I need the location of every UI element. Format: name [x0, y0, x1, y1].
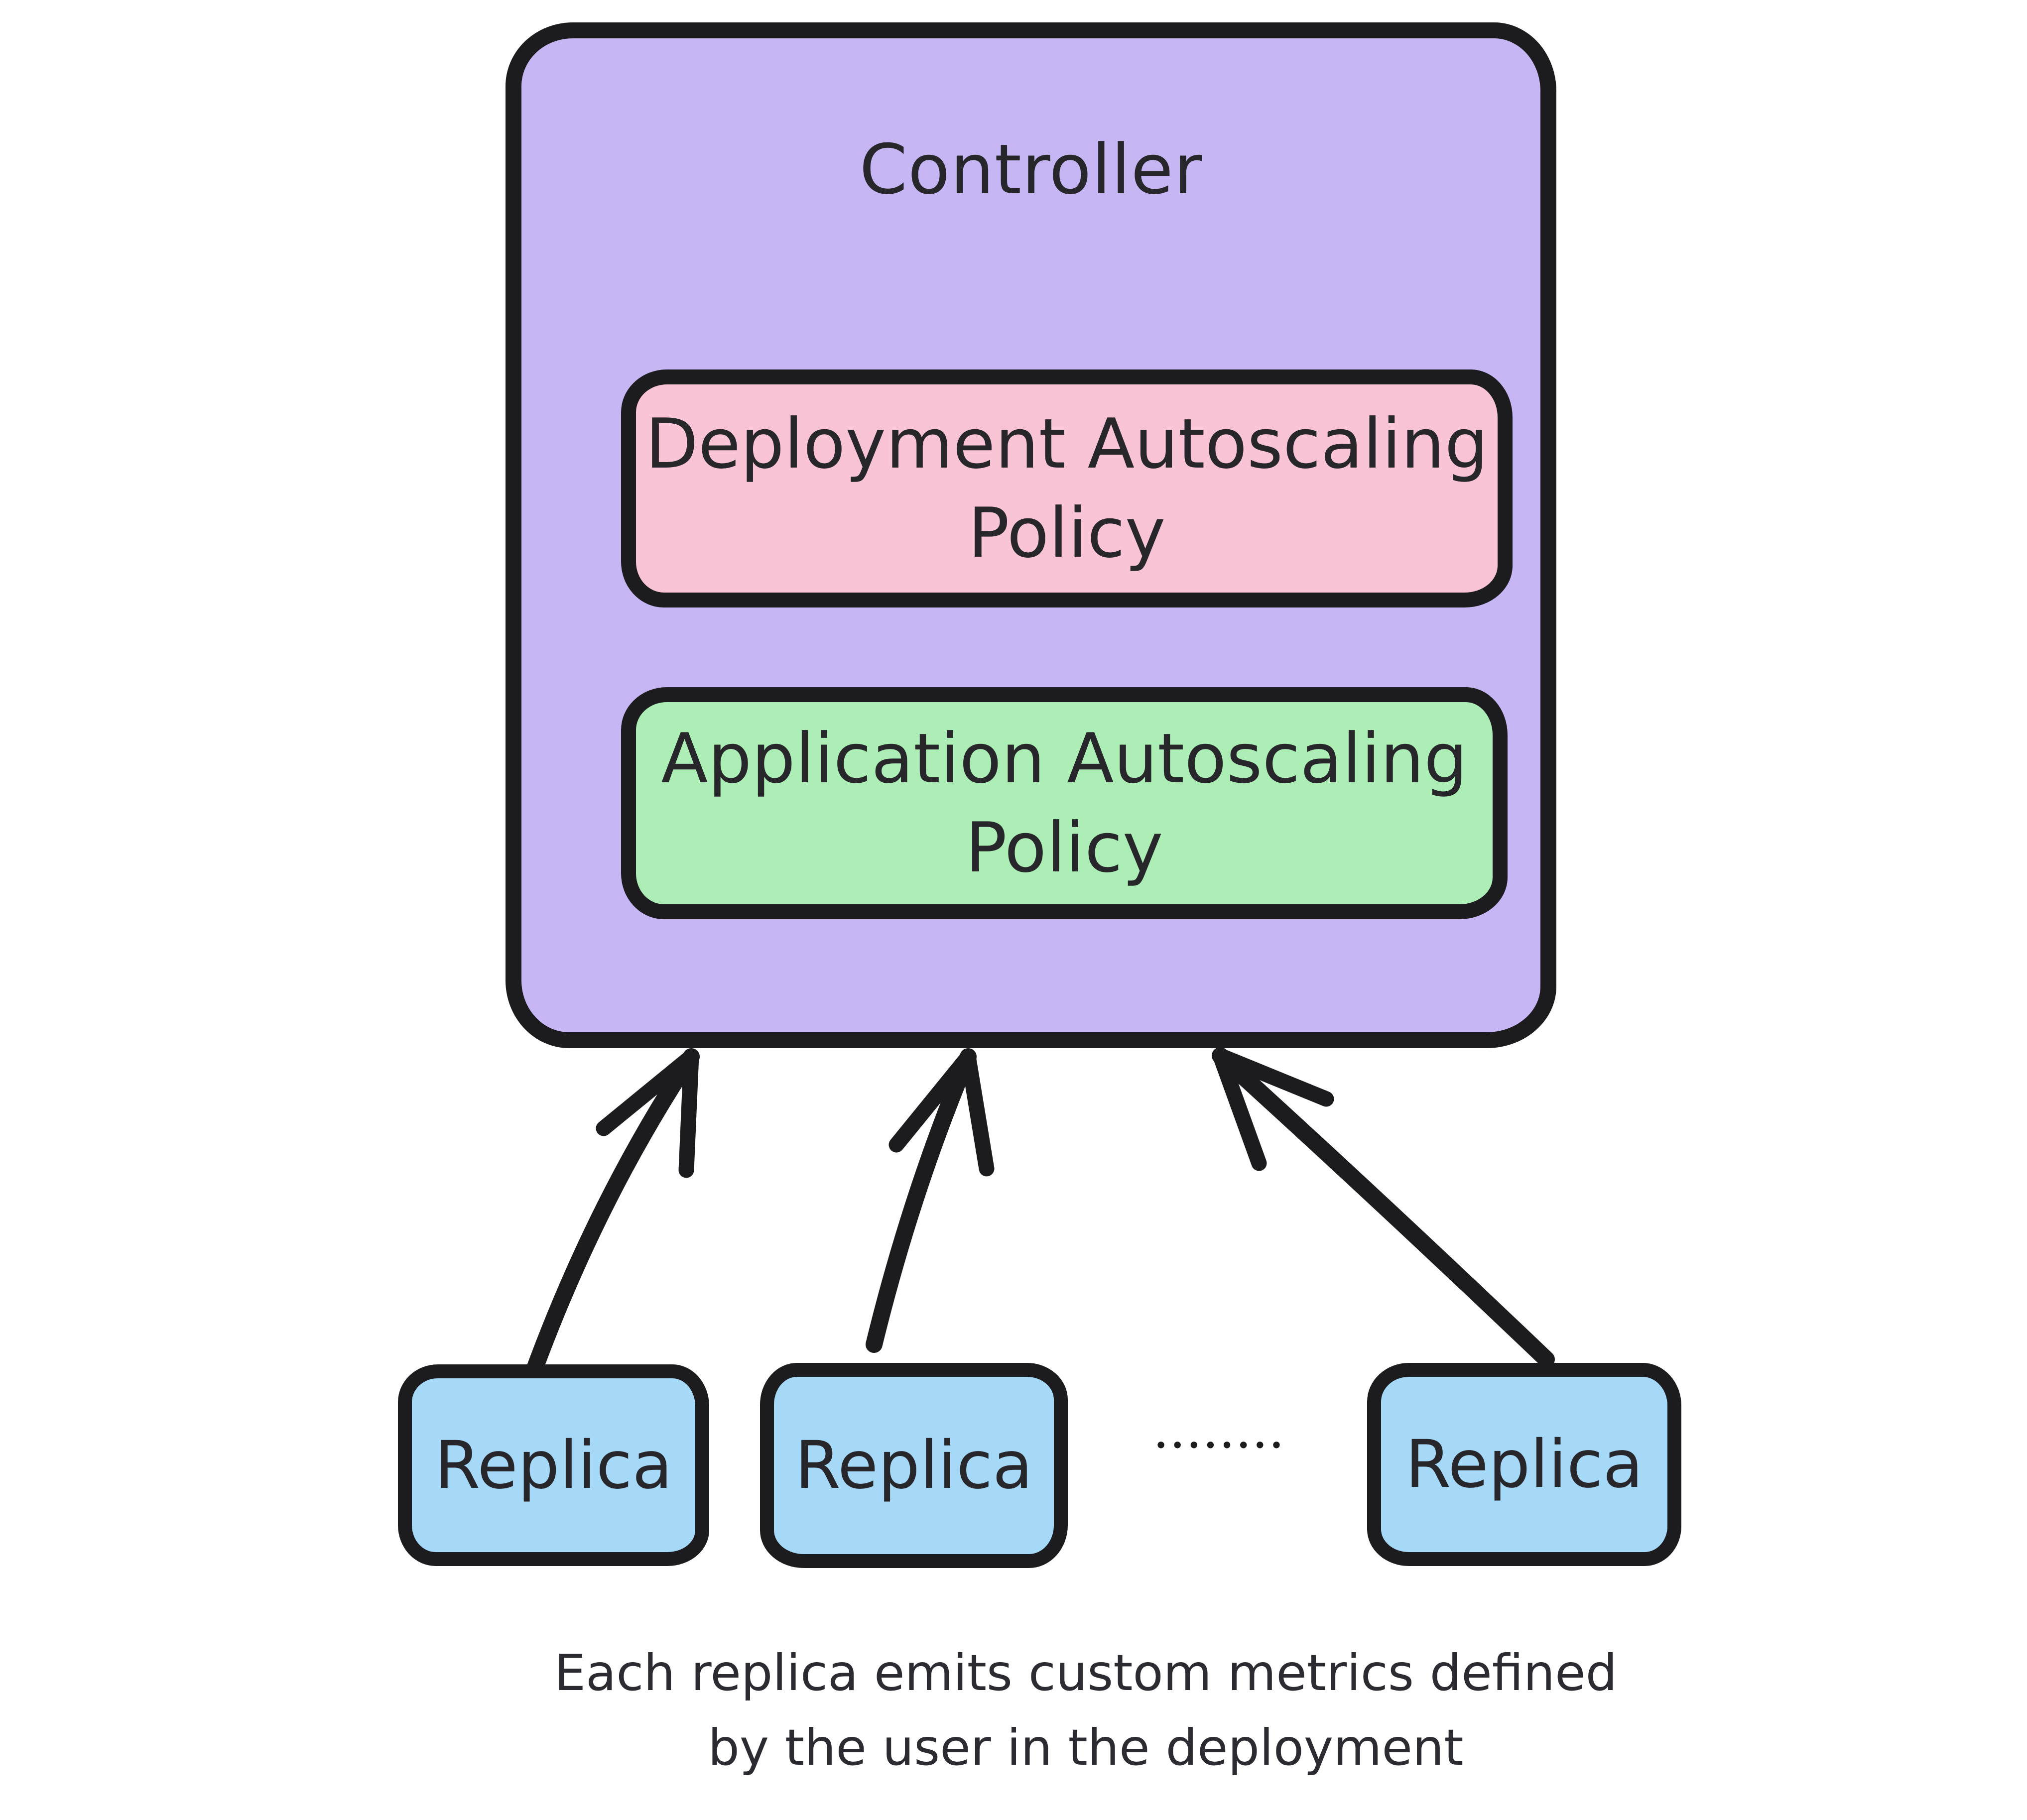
- deployment-policy-label-line2: Policy: [968, 493, 1166, 573]
- caption: Each replica emits custom metrics define…: [508, 1636, 1663, 1785]
- replica-ellipsis-dots: ••••••••: [1154, 1432, 1286, 1459]
- application-policy-label-line2: Policy: [965, 808, 1163, 888]
- replica-box-1: Replica: [398, 1364, 709, 1566]
- application-policy-label-line1: Application Autoscaling: [661, 718, 1468, 799]
- arrow-replica3-to-controller: [1212, 1047, 1555, 1368]
- replica-label-1: Replica: [434, 1427, 673, 1504]
- replica-label-3: Replica: [1405, 1426, 1644, 1503]
- arrow-replica1-to-controller: [517, 1048, 700, 1403]
- deployment-policy-label-line1: Deployment Autoscaling: [645, 403, 1489, 484]
- controller-title: Controller: [859, 129, 1203, 210]
- deployment-autoscaling-policy-box: Deployment Autoscaling Policy: [621, 369, 1513, 607]
- replica-box-3: Replica: [1367, 1363, 1681, 1566]
- application-autoscaling-policy-box: Application Autoscaling Policy: [621, 687, 1508, 919]
- replica-box-2: Replica: [760, 1363, 1068, 1568]
- controller-box: Controller Deployment Autoscaling Policy…: [506, 22, 1556, 1048]
- arrow-replica2-to-controller: [866, 1048, 995, 1353]
- caption-line1: Each replica emits custom metrics define…: [554, 1644, 1618, 1702]
- replica-label-2: Replica: [795, 1427, 1033, 1504]
- caption-line2: by the user in the deployment: [708, 1718, 1464, 1777]
